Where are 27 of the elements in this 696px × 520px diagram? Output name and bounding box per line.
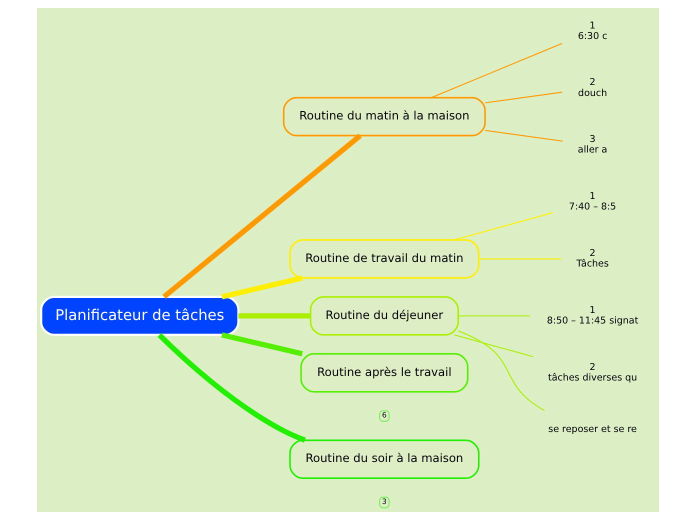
node-box: Routine de travail du matin (289, 239, 480, 279)
node-text: 1 6:30 c (578, 20, 608, 42)
connector (221, 275, 303, 300)
connector (162, 134, 362, 299)
node-box: Routine après le travail (300, 353, 468, 393)
node-text: 2 Tâches (576, 248, 609, 270)
node-box: Routine du matin à la maison (282, 96, 486, 136)
node-text: se reposer et se re (548, 424, 637, 436)
connector (458, 315, 530, 316)
connector (238, 313, 311, 318)
connector (431, 42, 562, 98)
node-text: 2 tâches diverses qu (548, 362, 638, 384)
node-box: Routine du déjeuner (310, 296, 459, 336)
connector (221, 332, 303, 356)
connector (454, 334, 534, 358)
node-box: Routine du soir à la maison (289, 439, 480, 480)
connector (478, 258, 562, 260)
connector (485, 130, 563, 142)
node-text: 2 douch (578, 77, 608, 99)
node-box: Planificateur de tâches (40, 296, 240, 336)
node-text: 1 8:50 – 11:45 signat (546, 304, 638, 326)
connector (485, 92, 562, 104)
connector (454, 212, 554, 240)
node-text: 1 7:40 – 8:5 (568, 191, 616, 213)
connector (158, 333, 306, 443)
node-text: 3 aller a (578, 134, 608, 156)
connector (458, 330, 545, 412)
